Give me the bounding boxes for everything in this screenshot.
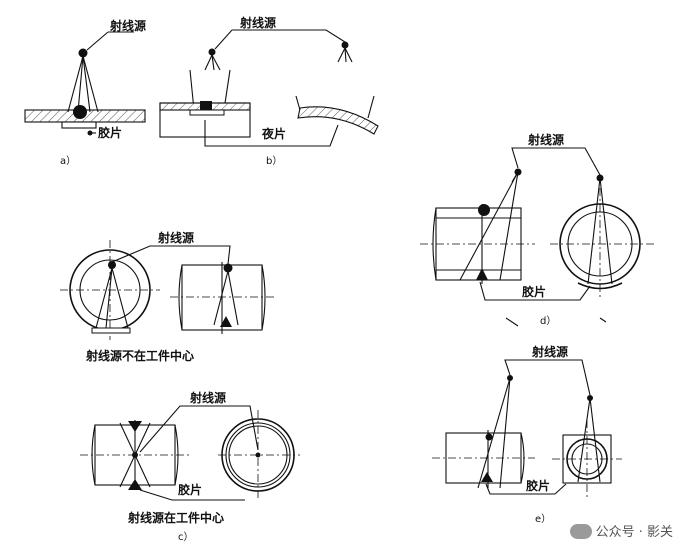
- pipe-outer: [221, 418, 295, 492]
- film-marker: [128, 421, 142, 432]
- subfigure-label-b: b）: [266, 155, 282, 167]
- radiation-source-dot: [223, 263, 233, 273]
- pipe-inner: [567, 211, 633, 277]
- film-marker: [220, 316, 232, 327]
- figure-b-plates: 射线源 夜片 b）: [159, 15, 379, 167]
- subfigure-label-d: d）: [540, 315, 556, 327]
- figure-a-flat-plate: 射线源 胶片 a）: [24, 18, 146, 167]
- watermark-text: 公众号 · 影关: [595, 525, 673, 540]
- figure-d-double-wall: 射线源 胶片 d）: [420, 132, 655, 327]
- film-label-d: 胶片: [522, 284, 546, 299]
- watermark: 公众号 · 影关: [569, 521, 673, 540]
- subfigure-label-c: c）: [178, 531, 194, 543]
- pipe-inner: [228, 425, 288, 485]
- radiation-source-dot: [78, 48, 88, 58]
- subfigure-label-e: e）: [535, 513, 551, 525]
- weld-bead: [478, 204, 490, 216]
- curved-plate: [297, 106, 379, 135]
- figure-source-off-center: 射线源 射线源不在工件中心: [60, 230, 275, 363]
- film-marker: [128, 479, 142, 490]
- figure-e-small-pipe: 射线源 胶片 e）: [432, 344, 622, 525]
- film: [91, 327, 131, 334]
- source-label-mid: 射线源: [157, 230, 194, 245]
- pipe-inner: [571, 443, 603, 475]
- film-label-a: 胶片: [98, 125, 122, 140]
- source-label-e: 射线源: [531, 344, 568, 359]
- subfigure-label-a: a）: [60, 155, 76, 167]
- film-marker: [476, 268, 488, 280]
- pipe-outer: [566, 438, 608, 480]
- source-label-c: 射线源: [189, 390, 226, 405]
- film-label-b: 夜片: [261, 126, 286, 141]
- weld-bead: [485, 433, 493, 441]
- film-b: [189, 109, 225, 116]
- figure-c-source-center: 射线源 胶片 射线源在工件中心 c）: [80, 390, 300, 543]
- pipe-inner: [79, 259, 141, 321]
- source-label-a: 射线源: [109, 18, 146, 33]
- caption-center: 射线源在工件中心: [127, 510, 224, 525]
- source-label-b: 射线源: [239, 15, 276, 30]
- film-a: [61, 121, 97, 129]
- film-d: [577, 282, 623, 290]
- weld-bead: [73, 105, 87, 119]
- radiation-source-dot: [255, 452, 261, 458]
- pipe-outer: [559, 203, 641, 285]
- pipe-inner-2: [225, 422, 291, 488]
- radiation-source-dot: [108, 261, 116, 269]
- wechat-icon: [569, 524, 592, 539]
- film-label-c: 胶片: [178, 482, 202, 497]
- source-label-d: 射线源: [527, 132, 564, 147]
- film-label-e: 胶片: [526, 478, 550, 493]
- radiation-source-dot: [208, 48, 216, 56]
- radiation-source-dot: [341, 41, 349, 49]
- caption-off-center: 射线源不在工件中心: [85, 348, 194, 363]
- pipe-side-view: [445, 432, 522, 484]
- film-marker: [481, 472, 493, 482]
